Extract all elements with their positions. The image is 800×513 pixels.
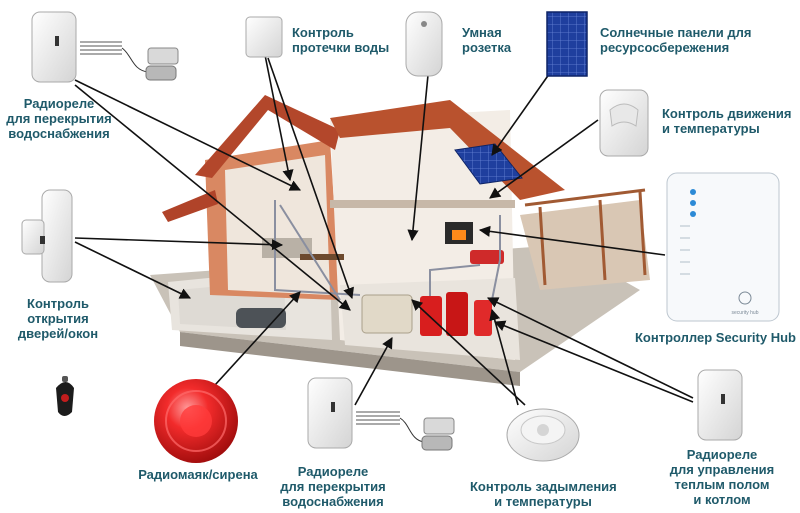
pipes xyxy=(274,200,501,301)
label-security-hub-controller: Контроллер Security Hub xyxy=(635,330,796,345)
roof-solar-panel xyxy=(454,143,523,185)
left-roof xyxy=(195,95,340,178)
left-wing-interior xyxy=(225,155,330,295)
boiler-a xyxy=(420,296,442,336)
leak-sensor-icon xyxy=(245,16,283,58)
siren-icon xyxy=(154,379,238,463)
hub-controller-icon: security hub xyxy=(666,172,780,322)
dining-table xyxy=(300,254,344,260)
boiler-c xyxy=(474,300,492,336)
terrace xyxy=(520,200,650,290)
door-sensor-icon xyxy=(21,189,73,283)
relay-sensor-icon xyxy=(697,369,743,441)
relay-sensor-icon xyxy=(307,377,455,451)
connection-arrows xyxy=(74,54,694,406)
key-fob-icon xyxy=(56,376,74,416)
boiler-b xyxy=(446,292,468,336)
relay-sensor-icon xyxy=(31,11,179,83)
fire-glow xyxy=(452,230,466,240)
upper-floor-slab xyxy=(330,200,515,208)
smoke-detector-icon xyxy=(506,408,580,462)
pergola xyxy=(524,188,647,286)
red-sofa xyxy=(470,250,504,264)
solar-panel-icon xyxy=(546,11,588,77)
garage-roof xyxy=(162,190,218,222)
garage-car xyxy=(236,308,286,328)
ground-slab-front xyxy=(180,332,520,386)
label-radio-siren: Радиомаяк/сирена xyxy=(138,467,258,482)
water-tank xyxy=(361,294,413,334)
motion-sensor-icon xyxy=(599,89,649,157)
smart-plug-icon xyxy=(405,11,443,77)
house-cutaway xyxy=(150,95,650,386)
hub-brand-text: security hub xyxy=(732,310,759,316)
